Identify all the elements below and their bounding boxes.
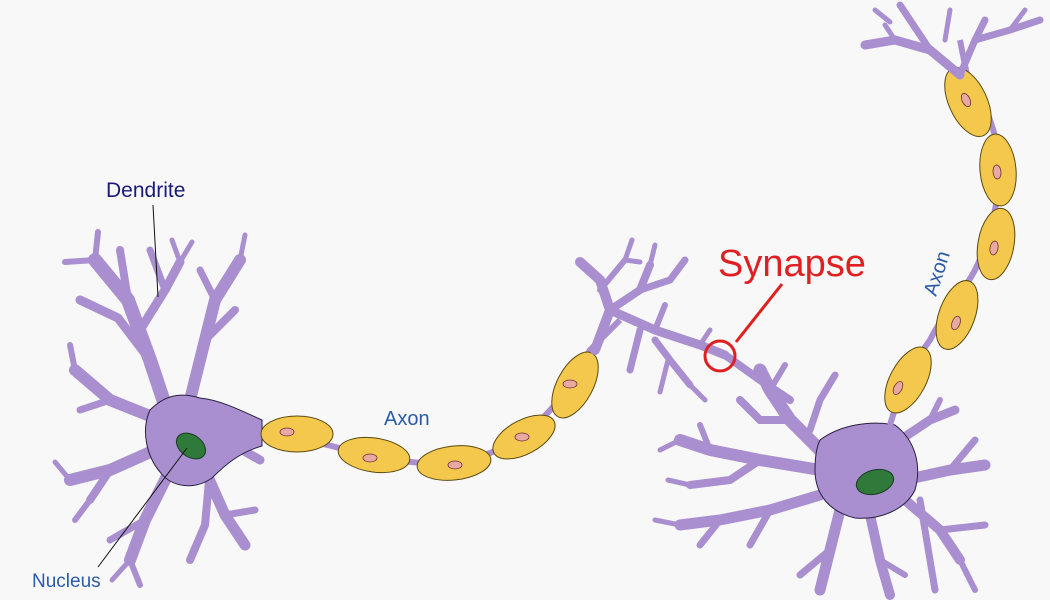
myelin-nucleus bbox=[992, 164, 1002, 180]
myelin-nucleus bbox=[951, 315, 961, 331]
right-cell-nucleus bbox=[855, 468, 895, 496]
myelin-sheaths-right bbox=[884, 67, 1017, 414]
label-synapse: Synapse bbox=[718, 243, 866, 285]
left-neuron bbox=[52, 229, 265, 588]
myelin-nucleus bbox=[362, 453, 378, 463]
right-neuron bbox=[652, 362, 991, 600]
synapse-pointer bbox=[734, 283, 784, 343]
right-cell-body bbox=[814, 422, 919, 519]
myelin-segment bbox=[884, 346, 932, 414]
myelin-nucleus bbox=[514, 432, 530, 442]
left-cell-body bbox=[144, 394, 263, 487]
dendrite-pointer bbox=[152, 204, 159, 298]
nucleus-pointer bbox=[97, 447, 188, 568]
left-axon bbox=[260, 317, 623, 481]
myelin-nucleus bbox=[989, 240, 999, 256]
synapse-marker bbox=[703, 283, 784, 373]
label-axon-left: Axon bbox=[384, 408, 430, 430]
pointer-lines bbox=[97, 204, 188, 568]
myelin-segment bbox=[935, 280, 979, 350]
label-nucleus: Nucleus bbox=[32, 571, 101, 592]
left-dendrites bbox=[52, 229, 265, 588]
right-dendrites bbox=[652, 362, 991, 600]
synapse-circle bbox=[703, 339, 737, 373]
myelin-segment bbox=[260, 415, 334, 453]
myelin-nucleus bbox=[447, 460, 463, 470]
myelin-sheaths-left bbox=[260, 351, 599, 481]
top-axon-terminals bbox=[860, 1, 1044, 80]
label-dendrite: Dendrite bbox=[106, 179, 185, 202]
myelin-nucleus bbox=[960, 93, 972, 107]
myelin-nucleus bbox=[892, 381, 904, 395]
right-axon bbox=[860, 1, 1044, 426]
myelin-nucleus bbox=[562, 379, 578, 389]
myelin-nucleus bbox=[279, 427, 295, 437]
